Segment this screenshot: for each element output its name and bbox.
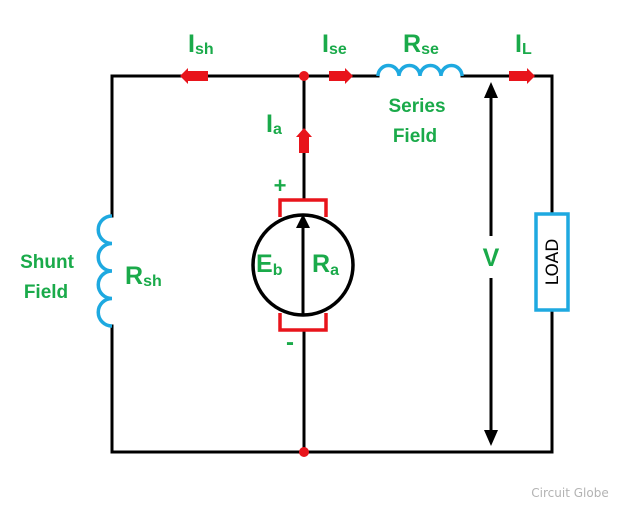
voltage-arrow: [484, 82, 498, 446]
voltage-arrow-up-icon: [484, 82, 498, 98]
series-field-line1: Series: [388, 96, 445, 117]
motor-armature-icon: [251, 198, 355, 332]
labels: Ish Ise Rse IL Series Field Ia + - Shunt…: [20, 30, 532, 356]
watermark: Circuit Globe: [531, 486, 608, 500]
minus-sign: -: [286, 329, 294, 356]
lower-brush: [278, 313, 328, 332]
i-se-label: Ise: [322, 30, 347, 58]
shunt-field-line2: Field: [24, 282, 68, 303]
shunt-field-line1: Shunt: [20, 252, 74, 273]
current-arrows: [180, 68, 535, 153]
r-sh-label: Rsh: [125, 262, 162, 290]
i-a-label: Ia: [266, 110, 282, 138]
shunt-field-coil-icon: [96, 214, 113, 328]
i-se-arrow-icon: [329, 68, 353, 84]
load-box: [534, 212, 570, 312]
plus-sign: +: [274, 173, 287, 198]
i-l-arrow-icon: [509, 68, 535, 84]
i-sh-label: Ish: [188, 30, 214, 58]
armature-arrow-head-icon: [296, 214, 310, 228]
i-a-arrow-icon: [296, 128, 312, 153]
load-label: LOAD: [543, 239, 563, 286]
bottom-junction-node: [299, 447, 309, 457]
series-field-coil-icon: [376, 63, 464, 77]
top-junction-node: [299, 71, 309, 81]
i-sh-arrow-icon: [180, 68, 208, 84]
series-field-line2: Field: [393, 126, 437, 147]
e-b-label: Eb: [256, 250, 283, 279]
voltage-label: V: [483, 244, 500, 272]
r-se-label: Rse: [403, 30, 439, 58]
r-a-label: Ra: [312, 250, 339, 279]
voltage-arrow-down-icon: [484, 430, 498, 446]
i-l-label: IL: [515, 30, 532, 58]
upper-brush: [278, 198, 328, 217]
